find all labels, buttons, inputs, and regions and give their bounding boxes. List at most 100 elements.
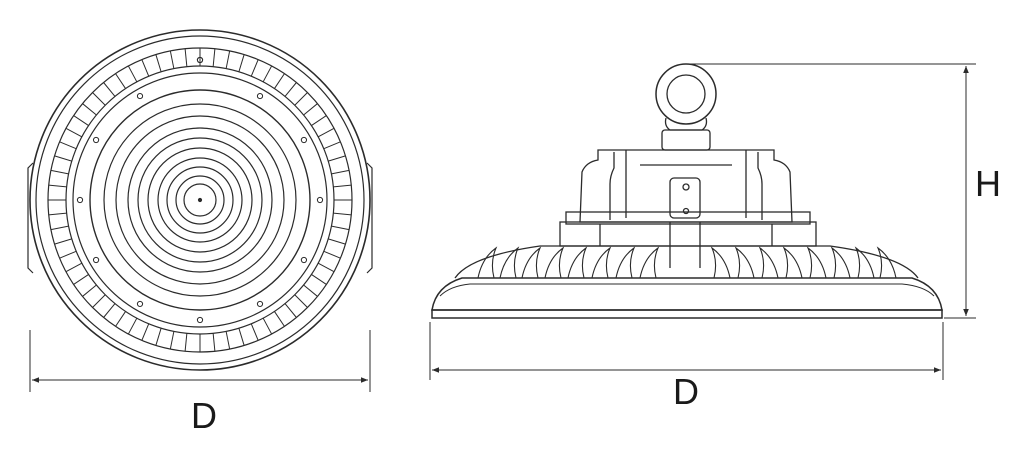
- fin-tick: [311, 115, 327, 126]
- fin: [477, 246, 498, 279]
- screws: [76, 56, 324, 324]
- right-tab: [366, 162, 373, 274]
- screw: [76, 196, 84, 204]
- screw: [92, 136, 100, 144]
- fin-tick: [169, 50, 175, 69]
- fin-tick: [48, 212, 67, 216]
- side-view: [431, 63, 943, 319]
- fin-tick: [323, 250, 341, 259]
- eye-bolt-ring: [655, 63, 717, 125]
- fin-ring-inner: [65, 65, 335, 335]
- fin-tick: [141, 59, 150, 77]
- fin-tick: [225, 331, 231, 350]
- fin-tick: [328, 155, 346, 162]
- fin-tick: [317, 262, 335, 273]
- fin-tick: [103, 82, 116, 97]
- side-width-dimension: [429, 322, 944, 380]
- front-d-label: D: [191, 395, 217, 436]
- fin-tick: [284, 82, 297, 97]
- front-dimension: [29, 330, 371, 392]
- fin-tick: [59, 141, 77, 150]
- lens-ring: [137, 137, 263, 263]
- fin-tick: [225, 50, 231, 69]
- fin-tick: [331, 169, 350, 175]
- bracket-hole-top: [682, 183, 690, 191]
- fin-tick: [50, 225, 69, 231]
- mount-flange: [565, 211, 811, 225]
- lens-cover: [431, 309, 943, 319]
- screw: [316, 196, 324, 204]
- side-height-dimension: [688, 63, 976, 319]
- housing-rib-left: [609, 152, 615, 220]
- fin-tick: [238, 328, 245, 346]
- fin-tick: [92, 92, 106, 106]
- fin-tick: [333, 184, 352, 188]
- fin: [758, 246, 779, 279]
- fin-tick: [184, 48, 188, 67]
- fin-tick: [155, 328, 162, 346]
- fin-tick: [92, 294, 106, 308]
- lamp-body: [431, 277, 943, 311]
- fin-tick: [294, 294, 308, 308]
- fin-tick: [328, 238, 346, 245]
- fin-tick: [274, 311, 285, 327]
- fin: [876, 246, 897, 279]
- driver-housing: [579, 149, 793, 223]
- fin: [615, 246, 636, 279]
- fin-tick: [65, 127, 83, 138]
- fin-tick: [82, 284, 97, 297]
- fin: [710, 246, 731, 279]
- fin-tick: [317, 127, 335, 138]
- lens-ring: [166, 166, 234, 234]
- lens-ring: [175, 175, 225, 225]
- fin-tick: [212, 333, 216, 352]
- lens-ring: [183, 183, 217, 217]
- screw: [256, 300, 264, 308]
- heat-sink-fins: [477, 246, 897, 279]
- side-d-label: D: [673, 371, 699, 412]
- fin-tick: [262, 317, 273, 335]
- fin-tick: [54, 155, 72, 162]
- fin-tick: [323, 141, 341, 150]
- mount-plate: [559, 221, 817, 247]
- fin-tick: [73, 274, 89, 285]
- bracket-hole-bottom: [682, 207, 690, 215]
- fin-tick: [115, 311, 126, 327]
- screw: [256, 92, 264, 100]
- fin-tick: [54, 238, 72, 245]
- lens-ring: [127, 127, 273, 273]
- fin-tick: [48, 184, 67, 188]
- fin-tick: [294, 92, 308, 106]
- screw: [300, 136, 308, 144]
- lens-rings: [103, 103, 297, 297]
- fin-tick: [303, 103, 318, 116]
- fin-tick: [155, 54, 162, 72]
- plate-details: [599, 222, 773, 268]
- screw: [196, 316, 204, 324]
- center-bracket: [669, 177, 701, 219]
- fin-tick: [250, 323, 259, 341]
- front-view: [27, 29, 373, 371]
- fin: [567, 246, 588, 279]
- lens-ring: [89, 89, 311, 311]
- fin: [830, 246, 851, 279]
- fin-tick: [127, 317, 138, 335]
- fin: [544, 246, 565, 279]
- fin-tick: [141, 323, 150, 341]
- fin-tick: [169, 331, 175, 350]
- fin-tick: [274, 73, 285, 89]
- screw: [92, 256, 100, 264]
- fin: [734, 246, 755, 279]
- bolt-base: [661, 129, 711, 151]
- fin-tick: [238, 54, 245, 72]
- fin-tick: [184, 333, 188, 352]
- fin-tick: [250, 59, 259, 77]
- fin: [499, 246, 520, 279]
- fin-tick: [212, 48, 216, 67]
- fin-tick: [284, 303, 297, 318]
- fin: [639, 246, 660, 279]
- screw: [136, 92, 144, 100]
- fin-tick: [262, 65, 273, 83]
- lens-ring: [147, 147, 253, 253]
